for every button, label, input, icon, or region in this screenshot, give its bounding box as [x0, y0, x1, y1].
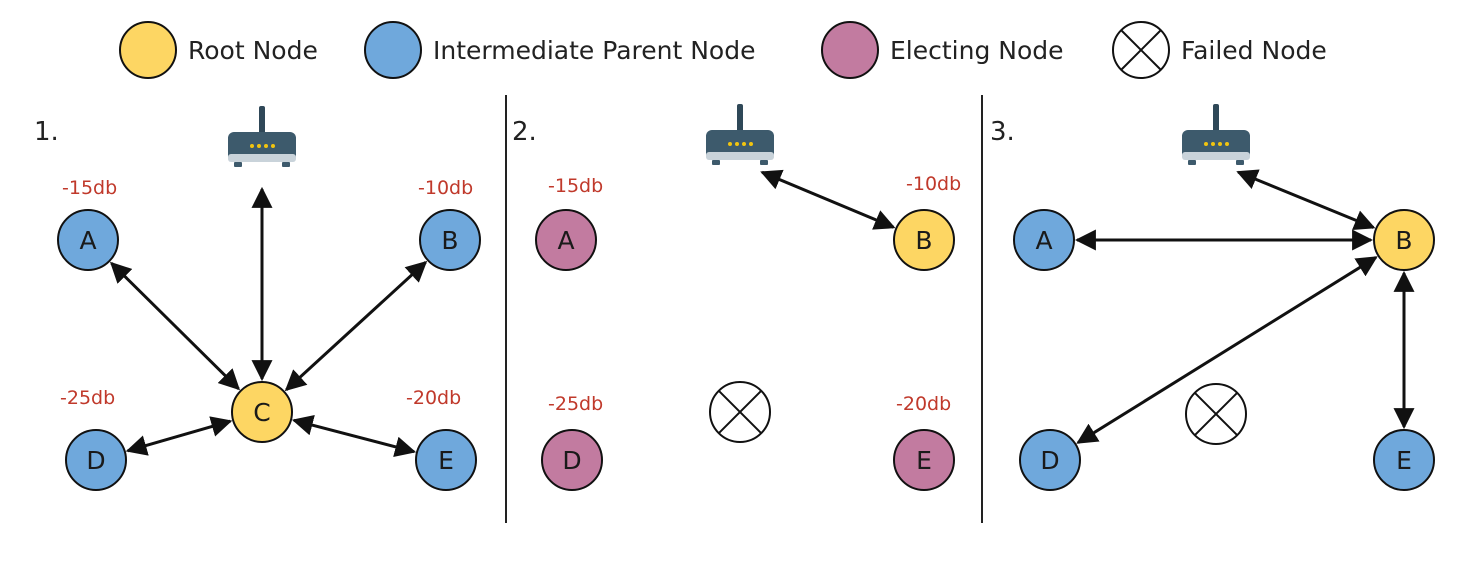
node-e: E -20db: [406, 387, 477, 491]
electing-node-circle: [893, 429, 955, 491]
node-label: A: [557, 226, 574, 255]
wifi-router-icon: [1182, 104, 1250, 165]
panel-number: 1.: [34, 117, 59, 147]
edge-e-c: [291, 414, 417, 458]
node-label: E: [438, 446, 454, 475]
node-c: C: [231, 381, 293, 443]
panel-3: 3. A B D E: [990, 104, 1435, 491]
node-label: A: [79, 226, 96, 255]
node-label: E: [1396, 446, 1412, 475]
signal-strength-label: -25db: [60, 387, 115, 409]
node-label: E: [916, 446, 932, 475]
signal-strength-label: -25db: [548, 393, 603, 415]
intermediate-node-circle: [419, 209, 481, 271]
node-b: B: [1373, 209, 1435, 271]
node-label: B: [1395, 226, 1412, 255]
node-a: A -15db: [535, 175, 603, 271]
legend-item-intermediate: Intermediate Parent Node: [364, 21, 755, 79]
intermediate-node-circle: [1013, 209, 1075, 271]
signal-strength-label: -10db: [418, 177, 473, 199]
node-d: D: [1019, 429, 1081, 491]
legend-item-electing: Electing Node: [821, 21, 1064, 79]
intermediate-node-circle: [1373, 429, 1435, 491]
wifi-router-icon: [228, 106, 296, 167]
failed-cross-icon: [1120, 29, 1162, 71]
edge-a-c: [109, 261, 241, 391]
signal-strength-label: -15db: [548, 175, 603, 197]
node-e: E -20db: [893, 393, 955, 491]
root-node-circle: [231, 381, 293, 443]
intermediate-node-swatch: [364, 21, 422, 79]
node-c: [1185, 383, 1247, 445]
node-a: A -15db: [57, 177, 119, 271]
root-node-swatch: [119, 21, 177, 79]
legend-label-root: Root Node: [188, 36, 318, 65]
edge-router-b: [1236, 169, 1376, 231]
electing-node-circle: [541, 429, 603, 491]
intermediate-node-circle: [415, 429, 477, 491]
intermediate-node-circle: [65, 429, 127, 491]
legend-label-electing: Electing Node: [890, 36, 1064, 65]
electing-node-swatch: [821, 21, 879, 79]
node-label: C: [253, 398, 270, 427]
signal-strength-label: -15db: [62, 177, 117, 199]
node-label: D: [1040, 446, 1059, 475]
panel-number: 3.: [990, 117, 1015, 147]
signal-strength-label: -20db: [896, 393, 951, 415]
edge-d-b: [1076, 256, 1378, 444]
node-d: D -25db: [541, 393, 603, 491]
electing-node-circle: [535, 209, 597, 271]
legend-label-intermediate: Intermediate Parent Node: [433, 36, 755, 65]
intermediate-node-circle: [1019, 429, 1081, 491]
legend-label-failed: Failed Node: [1181, 36, 1327, 65]
edge-d-c: [125, 416, 233, 456]
root-node-circle: [893, 209, 955, 271]
node-label: B: [915, 226, 932, 255]
failed-cross-icon: [718, 390, 762, 434]
wifi-router-icon: [706, 104, 774, 165]
legend-item-root: Root Node: [119, 21, 318, 79]
node-d: D -25db: [60, 387, 127, 491]
node-label: D: [86, 446, 105, 475]
node-c: [709, 381, 771, 443]
legend-item-failed: Failed Node: [1112, 21, 1327, 79]
node-label: D: [562, 446, 581, 475]
node-a: A: [1013, 209, 1075, 271]
intermediate-node-circle: [57, 209, 119, 271]
legend: Root Node Intermediate Parent Node Elect…: [119, 21, 1327, 79]
edge-b-c: [284, 260, 428, 392]
failed-cross-icon: [1194, 392, 1238, 436]
root-node-circle: [1373, 209, 1435, 271]
node-label: A: [1035, 226, 1052, 255]
panel-number: 2.: [512, 117, 537, 147]
node-label: B: [441, 226, 458, 255]
node-b: B -10db: [893, 173, 961, 271]
signal-strength-label: -10db: [906, 173, 961, 195]
node-b: B -10db: [418, 177, 481, 271]
edge-router-b: [760, 169, 896, 230]
node-e: E: [1373, 429, 1435, 491]
signal-strength-label: -20db: [406, 387, 461, 409]
